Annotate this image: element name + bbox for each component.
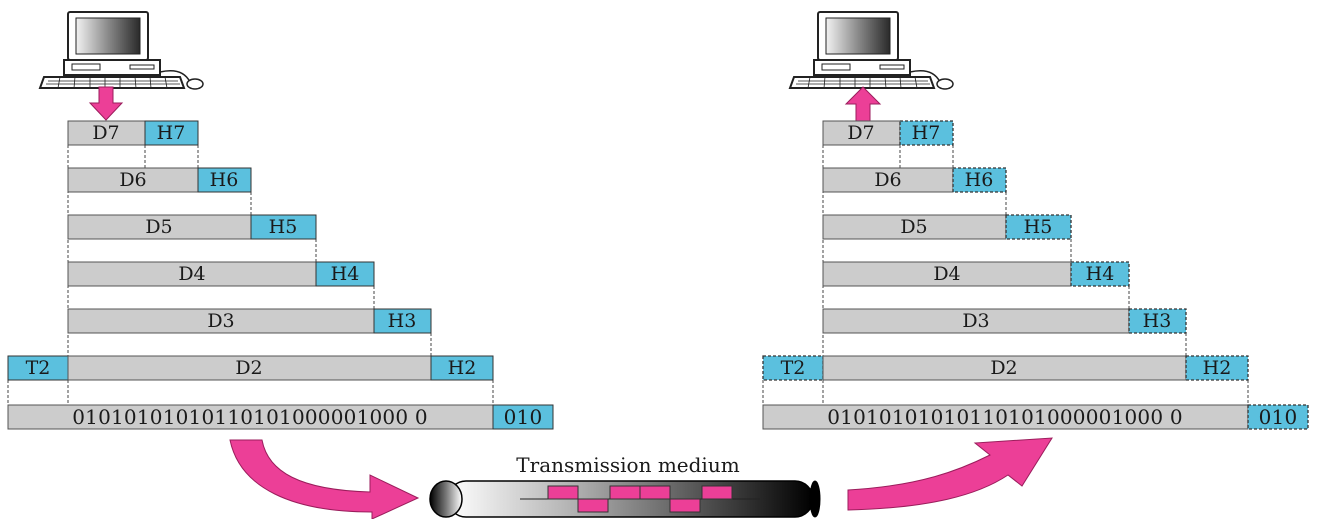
sender-h5-label: H5 <box>269 216 298 238</box>
receiver-bits-tail-box <box>1247 404 1309 430</box>
receiver-h7-box <box>899 120 954 146</box>
sender-stack: D7 H7 D6 H6 D5 H5 D4 H4 D3 H3 T2 D2 H2 0… <box>7 120 554 430</box>
curved-arrow-down-icon <box>229 439 420 519</box>
arrow-down-icon <box>88 86 124 121</box>
receiver-h2-label: H2 <box>1203 357 1232 379</box>
receiver-d5-label: D5 <box>900 216 927 238</box>
sender-h5-box <box>250 214 317 240</box>
receiver-d6-label: D6 <box>874 169 901 191</box>
receiver-h5-box <box>1005 214 1072 240</box>
receiver-bits-tail-label: 010 <box>1259 405 1298 429</box>
receiver-h3-box <box>1128 308 1187 334</box>
sender-bits-label: 01010101010110101000001000 0 <box>72 405 428 429</box>
sender-d3-box <box>67 308 375 334</box>
sender-d6-box <box>67 167 199 193</box>
receiver-t2-box <box>762 355 824 381</box>
receiver-stack: D7 H7 D6 H6 D5 H5 D4 H4 D3 H3 T2 D2 H2 0… <box>762 120 1309 430</box>
receiver-d3-label: D3 <box>962 310 989 332</box>
sender-d4-label: D4 <box>178 263 205 285</box>
receiver-computer-icon <box>788 11 954 90</box>
sender-h7-label: H7 <box>157 122 186 144</box>
sender-h3-label: H3 <box>388 310 417 332</box>
sender-h3-box <box>373 308 432 334</box>
receiver-d2-label: D2 <box>990 357 1017 379</box>
receiver-h2-box <box>1185 355 1249 381</box>
sender-t2-label: T2 <box>26 357 51 379</box>
receiver-h4-label: H4 <box>1086 263 1115 285</box>
sender-h4-label: H4 <box>331 263 360 285</box>
medium-label: Transmission medium <box>516 453 739 477</box>
receiver-d2-box <box>822 355 1187 381</box>
receiver-d7-label: D7 <box>847 122 874 144</box>
signal-waveform <box>520 485 760 513</box>
sender-d2-label: D2 <box>235 357 262 379</box>
receiver-h4-box <box>1070 261 1130 287</box>
sender-d3-label: D3 <box>207 310 234 332</box>
sender-h7-box <box>144 120 199 146</box>
sender-h2-box <box>430 355 494 381</box>
sender-bits-box <box>7 404 494 430</box>
receiver-h6-box <box>952 167 1007 193</box>
receiver-d6-box <box>822 167 954 193</box>
sender-d2-box <box>67 355 432 381</box>
receiver-h3-label: H3 <box>1143 310 1172 332</box>
receiver-t2-label: T2 <box>781 357 806 379</box>
sender-computer-icon <box>38 11 204 90</box>
sender-d4-box <box>67 261 317 287</box>
sender-h6-box <box>197 167 252 193</box>
sender-t2-box <box>7 355 69 381</box>
sender-d5-box <box>67 214 252 240</box>
sender-d6-label: D6 <box>119 169 146 191</box>
sender-d7-label: D7 <box>92 122 119 144</box>
sender-h6-label: H6 <box>210 169 239 191</box>
curved-arrow-up-icon <box>847 437 1053 511</box>
sender-h4-box <box>315 261 375 287</box>
receiver-h5-label: H5 <box>1024 216 1053 238</box>
sender-d5-label: D5 <box>145 216 172 238</box>
receiver-bits-label: 01010101010110101000001000 0 <box>827 405 1183 429</box>
sender-bits-tail-box <box>492 404 554 430</box>
receiver-d4-label: D4 <box>933 263 960 285</box>
transmission-medium: Transmission medium <box>429 453 821 518</box>
sender-h2-label: H2 <box>448 357 477 379</box>
receiver-d5-box <box>822 214 1007 240</box>
receiver-bits-box <box>762 404 1249 430</box>
arrow-up-icon <box>844 86 882 122</box>
receiver-h7-label: H7 <box>912 122 941 144</box>
sender-bits-tail-label: 010 <box>504 405 543 429</box>
receiver-h6-label: H6 <box>965 169 994 191</box>
sender-d7-box <box>67 120 146 146</box>
